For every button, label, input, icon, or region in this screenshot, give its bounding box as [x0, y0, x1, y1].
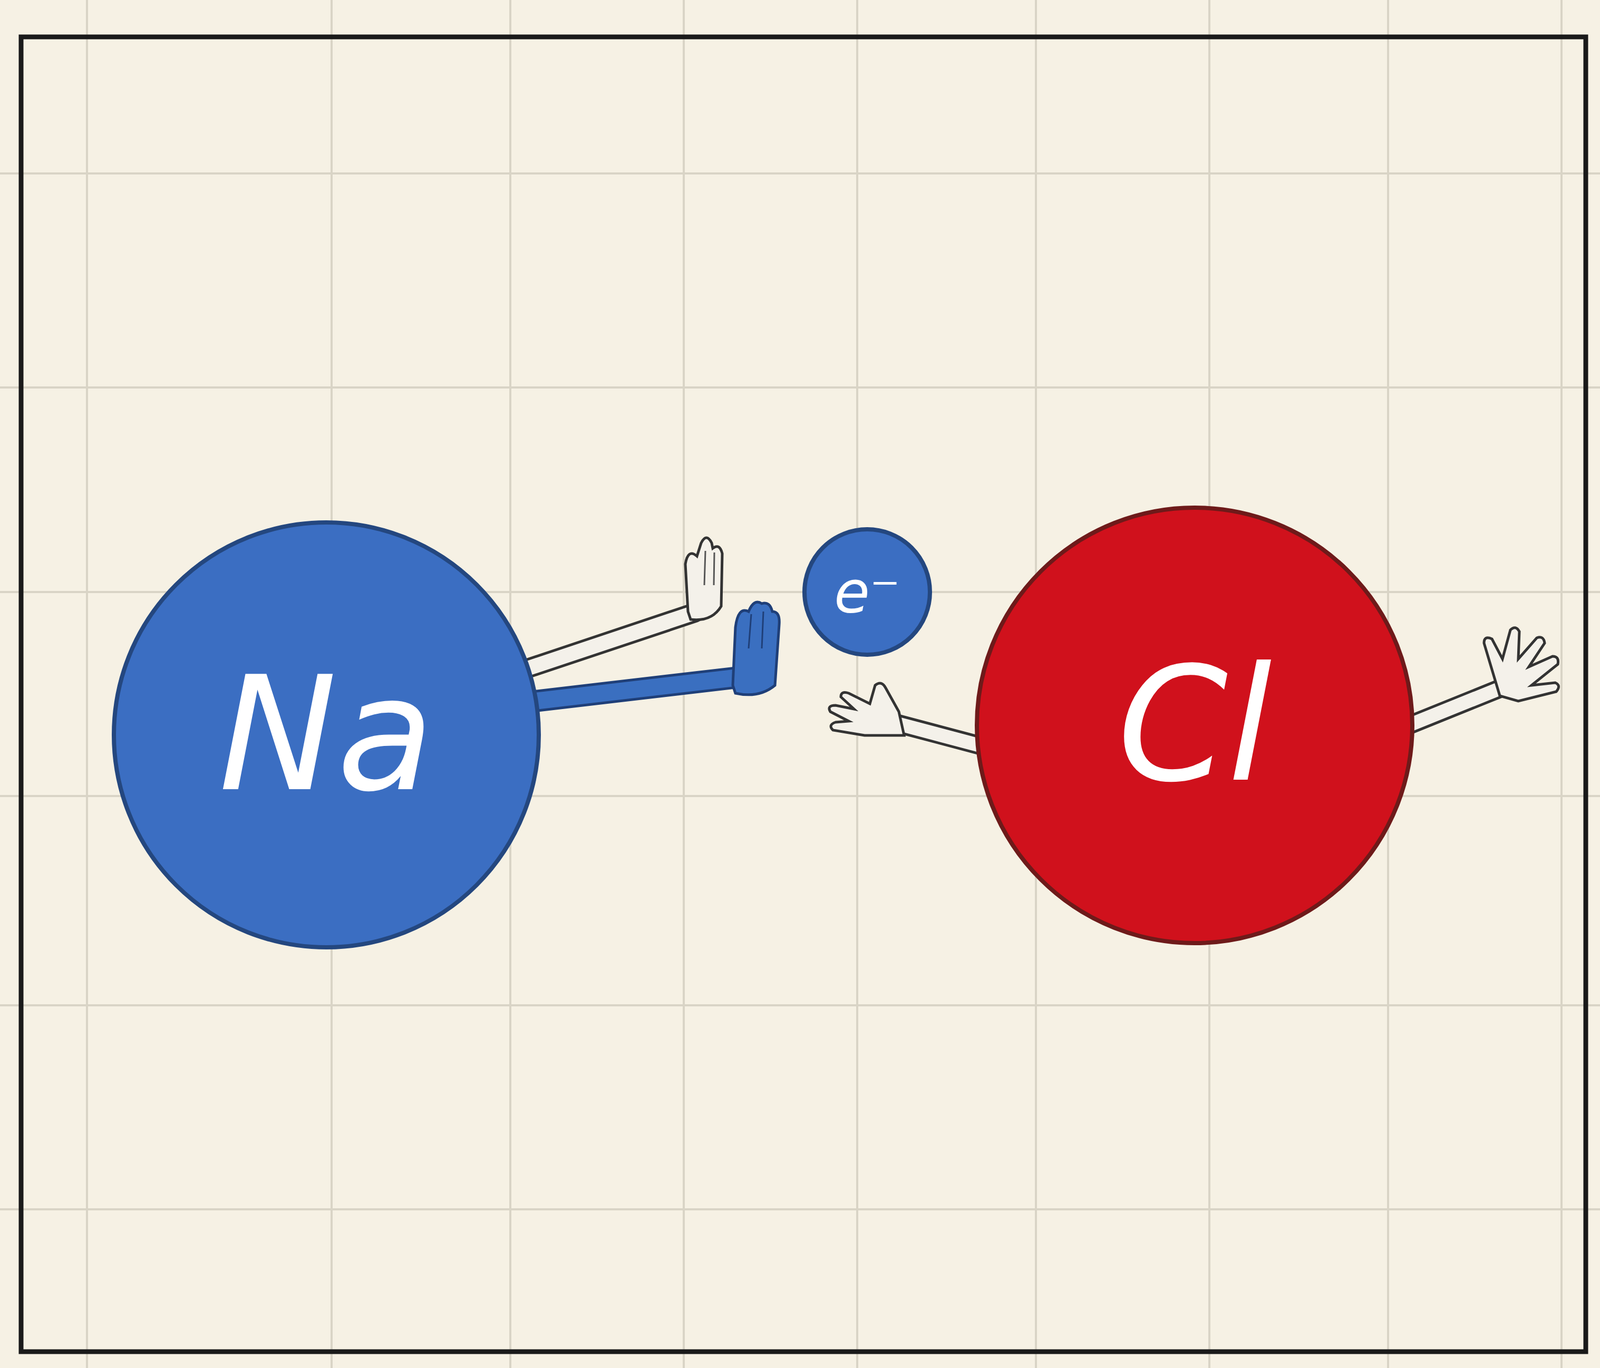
chlorine-atom: Cl [974, 505, 1415, 946]
frame [21, 36, 1586, 1352]
circle-fill [976, 507, 1413, 944]
circle-fill [113, 522, 539, 948]
element-symbol: e⁻ [834, 563, 901, 622]
element-symbol: Na [218, 655, 434, 814]
electron: e⁻ [801, 526, 933, 658]
na-arm-white [516, 537, 723, 673]
circle-fill [804, 529, 930, 655]
element-symbol: Cl [1117, 646, 1273, 805]
sodium-atom: Na [111, 519, 542, 950]
